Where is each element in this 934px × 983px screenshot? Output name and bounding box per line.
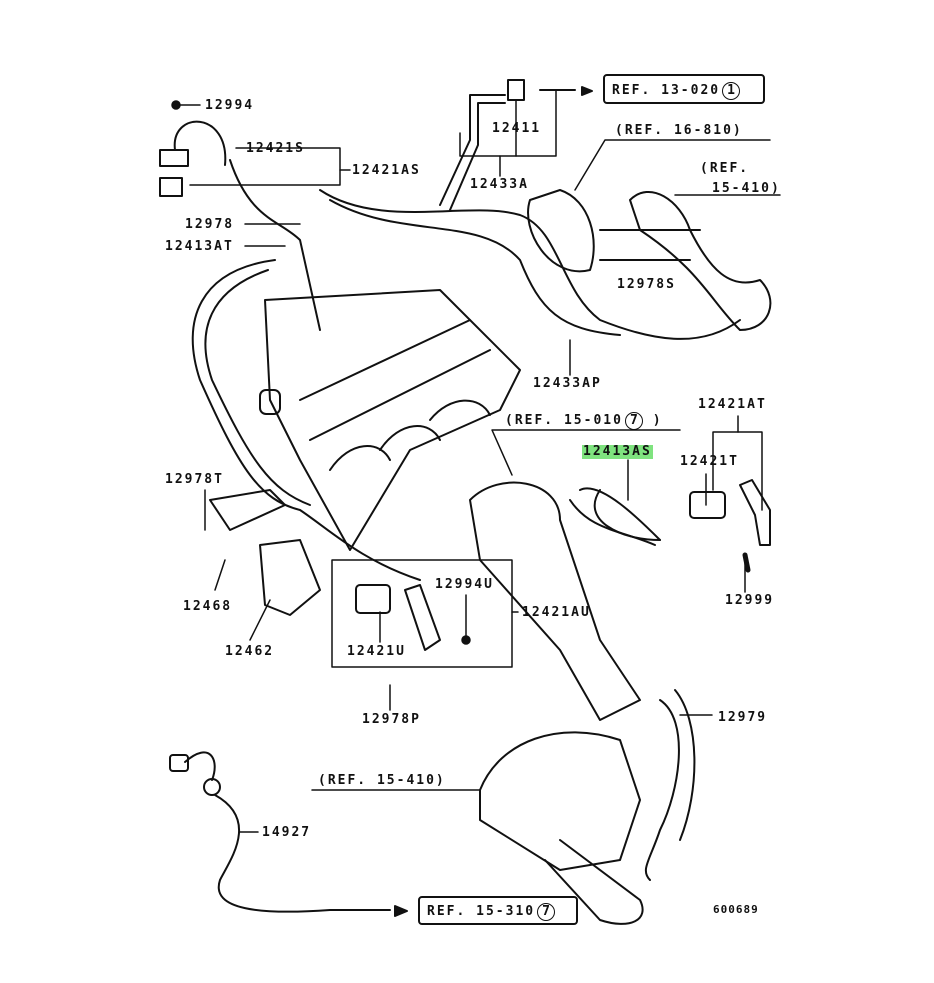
ref-box-outline: [603, 74, 765, 104]
part-12413AS-highlighted[interactable]: 12413AS: [582, 444, 653, 459]
ref-15-410-top-line1[interactable]: (REF.: [700, 161, 750, 176]
part-12421AS[interactable]: 12421AS: [352, 163, 421, 178]
ref-13-020-label: REF. 13-020: [612, 83, 721, 98]
ref-16-810[interactable]: (REF. 16-810): [615, 123, 743, 138]
part-12979[interactable]: 12979: [718, 710, 768, 725]
sensors-brackets: [209, 479, 771, 651]
part-12468[interactable]: 12468: [183, 599, 233, 614]
part-12978T[interactable]: 12978T: [165, 472, 224, 487]
part-12433A[interactable]: 12433A: [470, 177, 529, 192]
leader-lines: [171, 89, 781, 833]
part-12421S[interactable]: 12421S: [246, 141, 305, 156]
ref-13-020-number: 1: [722, 82, 741, 100]
intake-manifold: [259, 289, 521, 551]
ref-box-outline-bottom: [418, 896, 578, 925]
drawing-code: 600689: [713, 903, 759, 916]
oxygen-sensor-cable: [169, 751, 408, 917]
wiring-harness: [191, 159, 741, 581]
ref-15-310-label: REF. 15-310: [427, 904, 536, 919]
vacuum-hoses: [159, 79, 593, 211]
part-12994U[interactable]: 12994U: [435, 577, 494, 592]
part-12433AP[interactable]: 12433AP: [533, 376, 602, 391]
part-12421AU[interactable]: 12421AU: [522, 605, 591, 620]
intake-pipes: [469, 189, 772, 925]
part-12421T[interactable]: 12421T: [680, 454, 739, 469]
part-12978S[interactable]: 12978S: [617, 277, 676, 292]
part-12999[interactable]: 12999: [725, 593, 775, 608]
part-12421U[interactable]: 12421U: [347, 644, 406, 659]
ref-15-010-close: ): [652, 413, 663, 428]
ref-15-010-number: 7: [624, 412, 643, 430]
part-12411[interactable]: 12411: [492, 121, 542, 136]
part-12413AT[interactable]: 12413AT: [165, 239, 234, 254]
part-14927[interactable]: 14927: [262, 825, 312, 840]
part-12978P[interactable]: 12978P: [362, 712, 421, 727]
part-12421AT[interactable]: 12421AT: [698, 397, 767, 412]
ref-15-410-bottom[interactable]: (REF. 15-410): [318, 773, 446, 788]
part-12462[interactable]: 12462: [225, 644, 275, 659]
part-12978[interactable]: 12978: [185, 217, 235, 232]
ref-15-310-number: 7: [537, 903, 556, 921]
ref-15-410-top-line2[interactable]: 15-410): [712, 181, 781, 196]
ref-15-010-label: (REF. 15-010: [505, 413, 623, 428]
part-12994[interactable]: 12994: [205, 98, 255, 113]
